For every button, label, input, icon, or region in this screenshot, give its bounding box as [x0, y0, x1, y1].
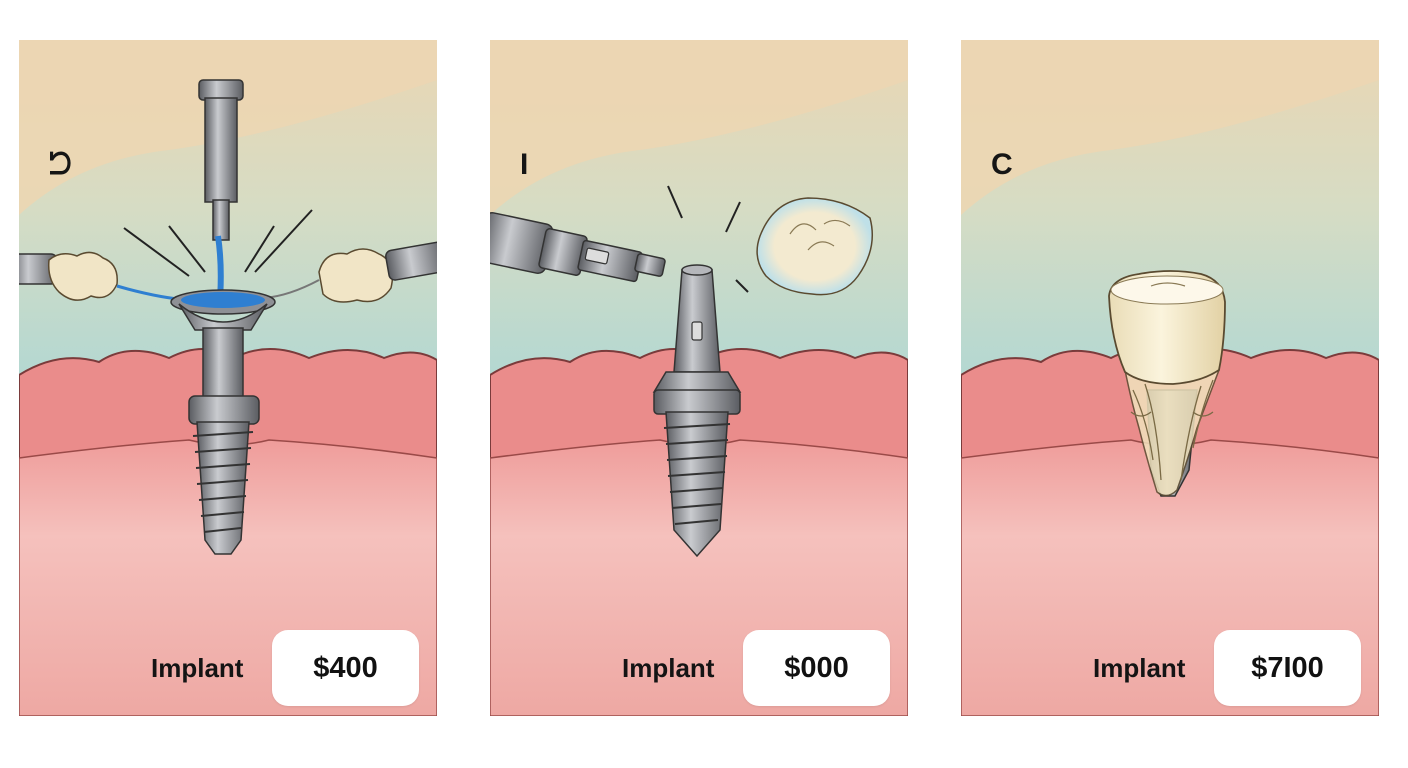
- panel-1: ᘤ Implant $400: [19, 40, 437, 716]
- abutment-top: [681, 264, 713, 276]
- drill-head: [198, 79, 244, 101]
- abutment-post: [673, 269, 721, 373]
- price-badge: $7I00: [1214, 630, 1361, 706]
- right-tool-shaft: [385, 241, 437, 281]
- price-badge: $000: [743, 630, 890, 706]
- abutment-flare: [652, 371, 742, 393]
- implant-caption: Implant: [151, 653, 244, 683]
- panel-3: C Implant $7I00: [961, 40, 1379, 716]
- panel-letter: ᘤ: [49, 148, 72, 181]
- water-pool: [181, 292, 265, 308]
- crown-groove: [1150, 282, 1186, 287]
- implant-abutment: [202, 327, 244, 399]
- implant-caption: Implant: [622, 653, 715, 683]
- drill-handle: [204, 97, 238, 203]
- panel-2-scene: [490, 40, 908, 716]
- crown-tooth-icon: [756, 197, 873, 296]
- left-tooth-icon: [47, 251, 118, 301]
- implant-platform: [188, 395, 260, 425]
- abutment-slot: [691, 321, 703, 341]
- panel-letter: C: [991, 148, 1013, 181]
- implant-collar: [178, 303, 268, 331]
- drill-neck: [212, 199, 230, 241]
- implant-platform: [653, 389, 741, 415]
- price-value: $000: [784, 651, 849, 684]
- panel-letter: I: [520, 148, 529, 181]
- sky-cloud-band: [961, 40, 1379, 215]
- implant-screw: [663, 411, 731, 558]
- price-badge: $400: [272, 630, 419, 706]
- sky-cloud-band: [490, 40, 908, 215]
- screwdriver-tool: [490, 212, 666, 283]
- implant-caption: Implant: [1093, 653, 1186, 683]
- price-value: $400: [313, 651, 378, 684]
- price-value: $7I00: [1251, 651, 1324, 684]
- crown-top-surface: [1110, 275, 1224, 305]
- crown-grooves: [789, 219, 851, 251]
- motion-lines: [667, 185, 749, 293]
- panel-1-scene: [19, 40, 437, 716]
- panel-2: I Implant $000: [490, 40, 908, 716]
- implant-screw: [192, 421, 254, 555]
- root-strands: [1130, 379, 1214, 481]
- panel-3-scene: [961, 40, 1379, 716]
- splash-lines: [123, 209, 313, 277]
- right-tooth-icon: [318, 248, 394, 303]
